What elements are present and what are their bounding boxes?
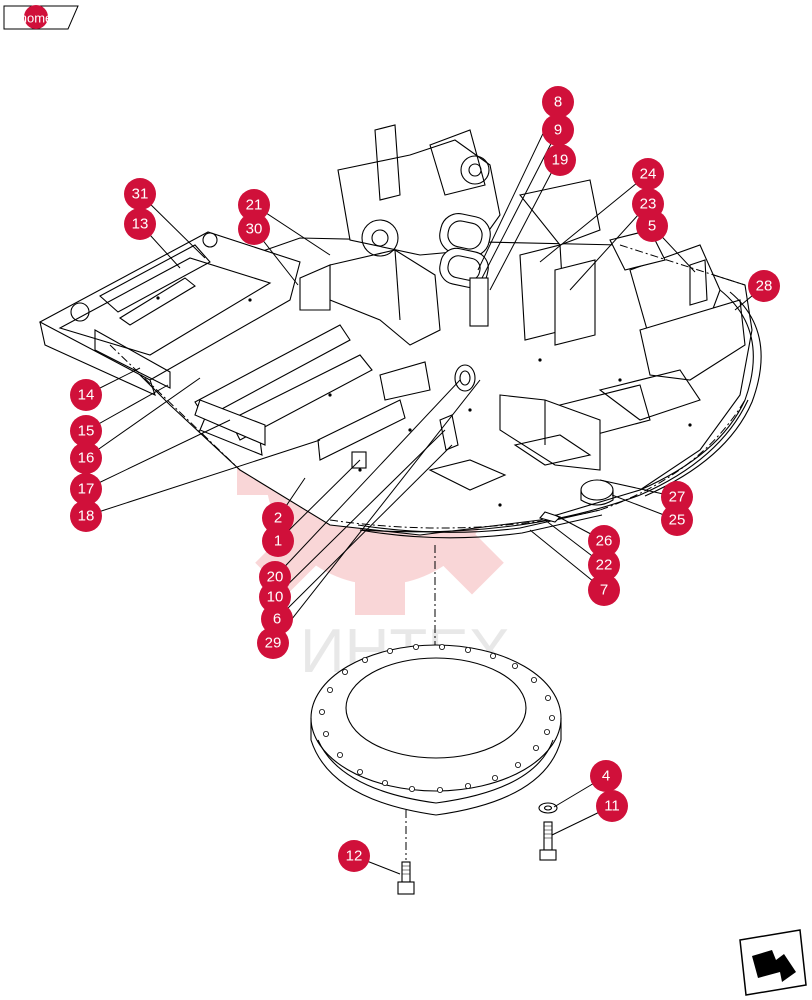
callout-1[interactable]: 1 [262, 525, 294, 557]
callout-8-label: 8 [554, 94, 562, 111]
upper-frame-drawing [38, 124, 762, 539]
arrow-next-icon [752, 950, 796, 982]
callout-16-label: 16 [78, 450, 95, 467]
bolt-12 [397, 861, 415, 895]
callout-20-label: 20 [267, 569, 284, 586]
callout-30[interactable]: 30 [238, 213, 270, 245]
callout-31[interactable]: 31 [124, 178, 156, 210]
callout-2-label: 2 [274, 510, 282, 527]
callout-18-label: 18 [78, 508, 95, 525]
callout-1-label: 1 [274, 533, 282, 550]
callout-14[interactable]: 14 [70, 379, 102, 411]
callout-6[interactable]: 6 [261, 603, 293, 635]
callout-28[interactable]: 28 [748, 270, 780, 302]
callout-24[interactable]: 24 [632, 158, 664, 190]
callout-2[interactable]: 2 [262, 502, 294, 534]
home-button[interactable]: home [3, 5, 79, 30]
callout-17-label: 17 [78, 481, 95, 498]
callout-29[interactable]: 29 [257, 627, 289, 659]
callout-26[interactable]: 26 [588, 525, 620, 557]
callout-26-label: 26 [596, 533, 613, 550]
callout-29-label: 29 [265, 635, 282, 652]
callout-28-label: 28 [756, 278, 773, 295]
callout-30-label: 30 [246, 221, 263, 238]
callout-12[interactable]: 12 [338, 840, 370, 872]
callout-17[interactable]: 17 [70, 473, 102, 505]
callout-13-label: 13 [132, 216, 149, 233]
callout-4-label: 4 [602, 768, 610, 785]
callout-31-label: 31 [132, 186, 149, 203]
callout-10-label: 10 [267, 589, 284, 606]
callout-19-label: 19 [552, 152, 569, 169]
callout-16[interactable]: 16 [70, 442, 102, 474]
callout-15[interactable]: 15 [70, 415, 102, 447]
washer-4 [538, 802, 558, 814]
callout-4[interactable]: 4 [590, 760, 622, 792]
callout-5[interactable]: 5 [636, 210, 668, 242]
callout-22[interactable]: 22 [588, 549, 620, 581]
slewing-ring-bearing [310, 644, 562, 816]
callout-25[interactable]: 25 [661, 504, 693, 536]
callout-21[interactable]: 21 [238, 189, 270, 221]
callout-22-label: 22 [596, 557, 613, 574]
callout-11[interactable]: 11 [596, 790, 628, 822]
callout-8[interactable]: 8 [542, 86, 574, 118]
callout-5-label: 5 [648, 218, 656, 235]
callout-13[interactable]: 13 [124, 208, 156, 240]
callout-7-label: 7 [600, 582, 608, 599]
callout-9[interactable]: 9 [542, 114, 574, 146]
callout-27[interactable]: 27 [661, 481, 693, 513]
callout-11-label: 11 [604, 798, 620, 815]
callout-24-label: 24 [640, 166, 657, 183]
callout-6-label: 6 [273, 611, 281, 628]
callout-18[interactable]: 18 [70, 500, 102, 532]
callout-9-label: 9 [554, 122, 562, 139]
home-label[interactable]: home [20, 11, 53, 26]
callout-21-label: 21 [246, 197, 263, 214]
callout-7[interactable]: 7 [588, 574, 620, 606]
callout-12-label: 12 [346, 848, 363, 865]
callout-27-label: 27 [669, 489, 686, 506]
callout-19[interactable]: 19 [544, 144, 576, 176]
callout-14-label: 14 [78, 387, 95, 404]
callout-15-label: 15 [78, 423, 95, 440]
next-page-button[interactable] [739, 929, 807, 996]
leader-lines [85, 101, 765, 875]
callout-25-label: 25 [669, 512, 686, 529]
bolt-11 [539, 821, 557, 861]
callout-23-label: 23 [640, 196, 657, 213]
